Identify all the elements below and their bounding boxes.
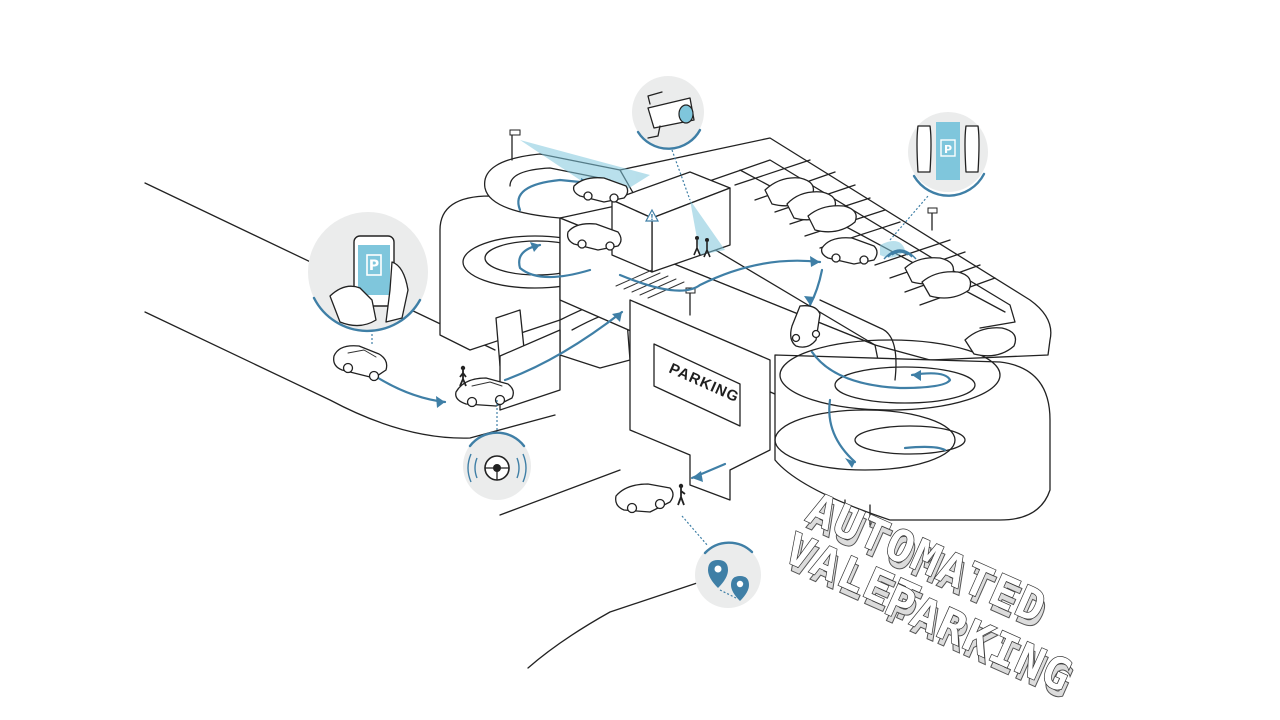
route-roof-to-bay xyxy=(618,259,822,292)
car-arriving xyxy=(333,345,388,382)
roof-parked-cars xyxy=(764,177,1017,357)
warning-sign-icon: ! xyxy=(644,208,660,222)
steering-wheel-badge xyxy=(463,400,531,500)
security-camera-icon xyxy=(647,91,695,139)
route-upper-loop xyxy=(517,178,592,212)
svg-text:P: P xyxy=(944,143,952,156)
route-lower-loop xyxy=(903,445,947,452)
wireless-signal-icon xyxy=(883,249,917,260)
car-exiting xyxy=(790,305,821,348)
route-handover-to-ramp xyxy=(503,310,624,382)
svg-text:P: P xyxy=(369,258,379,274)
route-ramp-up xyxy=(518,243,592,279)
route-street-to-handover xyxy=(373,374,447,404)
car-parking-bay xyxy=(820,237,878,265)
smartphone-app-badge: P xyxy=(308,212,428,346)
route-exit-ramp xyxy=(810,350,952,390)
location-pin-badge xyxy=(681,515,761,608)
parking-bay-badge: P xyxy=(889,112,988,241)
smartphone-icon: P xyxy=(329,235,409,327)
car-roof-entry xyxy=(566,223,622,251)
people xyxy=(459,236,711,506)
parked-cars-icon: P xyxy=(916,122,980,180)
car-upper-ramp xyxy=(572,177,629,203)
route-lower-ramp xyxy=(828,398,857,464)
map-pin-icon xyxy=(708,560,749,601)
car-pickup xyxy=(615,483,674,514)
person-walkers xyxy=(693,236,711,258)
car-handover xyxy=(455,377,514,408)
person-pickup xyxy=(677,483,686,506)
cars xyxy=(333,177,878,514)
cctv-camera-badge xyxy=(632,76,704,201)
svg-text:!: ! xyxy=(650,213,654,222)
person-driver xyxy=(459,365,467,387)
vehicle-routes xyxy=(373,178,952,482)
steering-wheel-icon xyxy=(467,453,527,483)
